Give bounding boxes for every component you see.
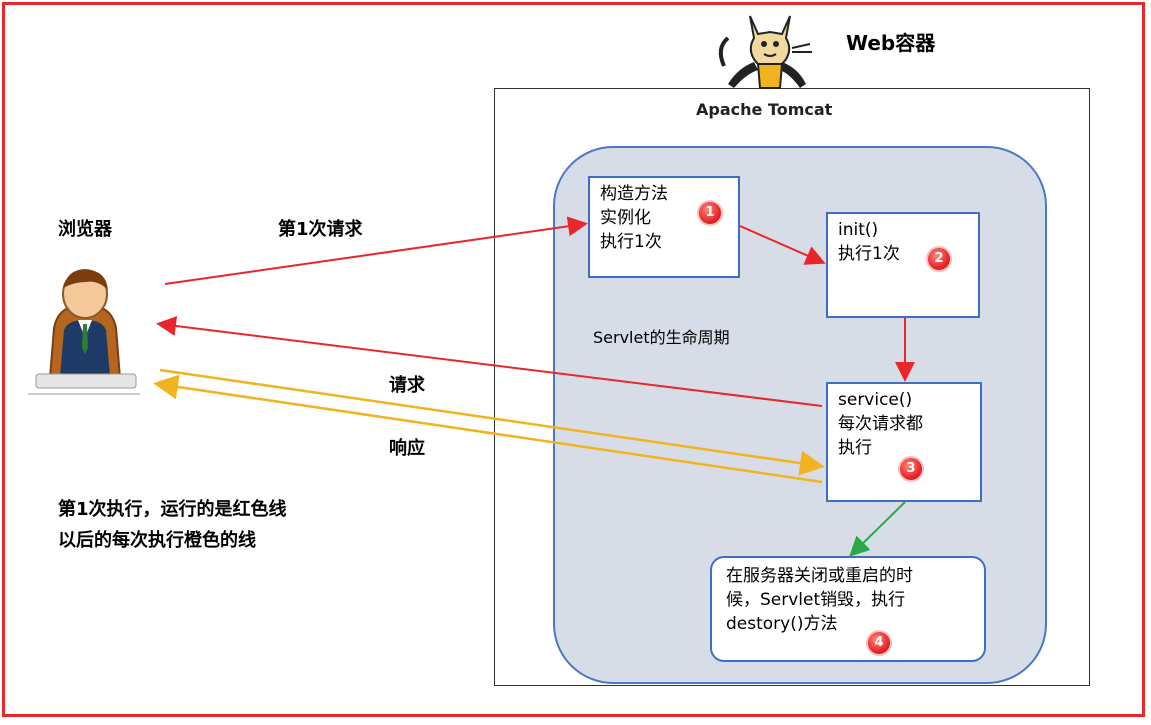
lifecycle-label: Servlet的生命周期 (593, 328, 730, 347)
step-4-badge: 4 (866, 630, 892, 656)
step-1-line-2: 实例化 (600, 208, 651, 228)
user-at-computer-icon (28, 269, 140, 395)
init-step-box: init() 执行1次 (826, 212, 980, 318)
note-line-2: 以后的每次执行橙色的线 (58, 530, 256, 551)
step-2-line-1: init() (838, 220, 879, 240)
response-arrow (153, 374, 823, 484)
step-3-line-2: 每次请求都 (838, 414, 923, 434)
constructor-to-init-arrow (739, 225, 826, 265)
first-request-arrow (164, 216, 588, 285)
step-2-line-2: 执行1次 (838, 244, 900, 264)
first-response-arrow (156, 316, 823, 407)
step-1-badge: 1 (697, 200, 723, 226)
outer-frame (2, 2, 1145, 717)
step-3-line-1: service() (838, 390, 913, 410)
tomcat-cat-icon (718, 15, 812, 89)
request-arrow (159, 368, 825, 476)
step-1-line-3: 执行1次 (600, 232, 662, 252)
constructor-step-box: 构造方法 实例化 执行1次 (588, 176, 740, 278)
first-request-label: 第1次请求 (278, 219, 363, 240)
browser-label: 浏览器 (58, 219, 112, 240)
step-2-badge: 2 (926, 246, 952, 272)
step-3-line-3: 执行 (838, 438, 872, 458)
step-4-line-3: destory()方法 (726, 614, 838, 634)
step-4-line-1: 在服务器关闭或重启的时 (726, 566, 913, 586)
service-to-destroy-arrow (849, 501, 906, 557)
web-container-title: Web容器 (846, 31, 936, 55)
tomcat-logo-text: Apache Tomcat (696, 100, 833, 119)
destroy-step-box: 在服务器关闭或重启的时 候，Servlet销毁，执行 destory()方法 (710, 556, 986, 662)
note-line-1: 第1次执行，运行的是红色线 (58, 499, 287, 520)
request-label: 请求 (389, 375, 425, 396)
step-1-line-1: 构造方法 (600, 184, 668, 204)
step-4-line-2: 候，Servlet销毁，执行 (726, 590, 906, 610)
response-label: 响应 (389, 438, 425, 459)
service-step-box: service() 每次请求都 执行 (826, 382, 982, 502)
step-3-badge: 3 (898, 456, 924, 482)
